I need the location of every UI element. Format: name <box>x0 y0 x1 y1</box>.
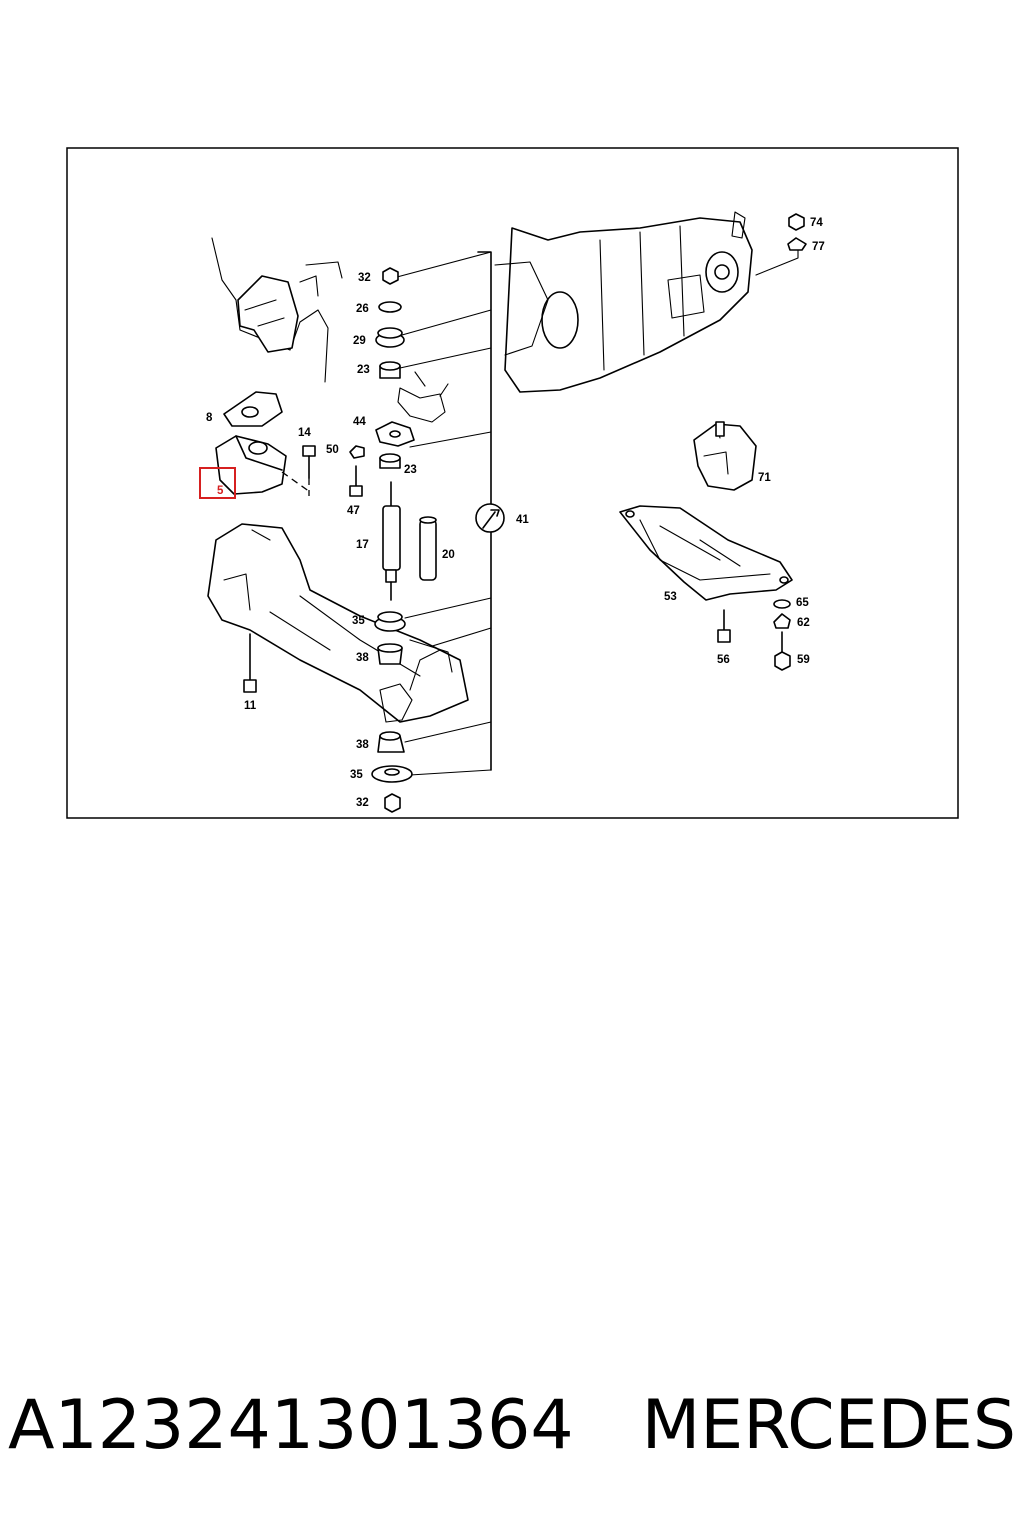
callout-62: 62 <box>797 617 810 629</box>
callout-labels: 74 77 32 26 29 23 8 44 14 50 23 5 71 47 … <box>206 217 825 809</box>
brand-name: MERCEDES <box>641 1385 1017 1465</box>
part-32-nut-top <box>382 267 399 285</box>
callout-47: 47 <box>347 505 360 517</box>
engine-fragment <box>211 237 343 383</box>
part-number: A123241301364 <box>7 1385 574 1465</box>
part-17-shock <box>382 481 401 601</box>
part-26-washer <box>378 301 402 313</box>
part-77-washer <box>787 237 807 251</box>
part-62-clip <box>773 613 791 629</box>
part-35-washer-upper <box>374 611 406 632</box>
highlight-box-part-5 <box>199 467 236 499</box>
callout-23-lower: 23 <box>404 464 417 476</box>
part-65-washer <box>773 599 791 609</box>
part-47-bolt <box>349 465 363 497</box>
part-59-bolt <box>774 631 791 671</box>
part-11-bolt <box>243 633 257 693</box>
part-38-bushing-upper <box>377 643 403 665</box>
callout-35-lower: 35 <box>350 769 363 781</box>
part-8-plate <box>223 391 283 427</box>
callout-74: 74 <box>810 217 823 229</box>
callout-32-bottom: 32 <box>356 797 369 809</box>
callout-65: 65 <box>796 597 809 609</box>
part-29-bushing <box>375 327 405 348</box>
callout-44: 44 <box>353 416 366 428</box>
part-14-bolt <box>302 445 316 496</box>
part-35-washer-lower <box>371 765 413 783</box>
callout-26: 26 <box>356 303 369 315</box>
callout-11: 11 <box>244 700 257 712</box>
part-23-bushing-top <box>379 361 401 379</box>
part-41-wrench-symbol <box>475 503 505 533</box>
transmission <box>494 211 799 393</box>
callout-20: 20 <box>442 549 455 561</box>
callout-14: 14 <box>298 427 311 439</box>
part-50-clip <box>349 445 365 459</box>
part-23-bushing-lower <box>379 453 401 469</box>
callout-35-upper: 35 <box>352 615 365 627</box>
part-5-engine-mount <box>215 435 311 495</box>
callout-38-lower: 38 <box>356 739 369 751</box>
part-74-nut <box>788 213 805 231</box>
callout-8: 8 <box>206 412 213 424</box>
caption: A123241301364 MERCEDES <box>0 1380 1024 1470</box>
callout-50: 50 <box>326 444 339 456</box>
callout-23-top: 23 <box>357 364 370 376</box>
callout-29: 29 <box>353 335 366 347</box>
callout-41: 41 <box>516 514 529 526</box>
callout-56: 56 <box>717 654 730 666</box>
callout-53: 53 <box>664 591 677 603</box>
callout-59: 59 <box>797 654 810 666</box>
callout-38-upper: 38 <box>356 652 369 664</box>
mount-bracket <box>397 371 449 423</box>
part-38-bushing-lower <box>377 731 405 753</box>
assembly-rail <box>396 251 492 776</box>
subframe <box>207 523 469 723</box>
part-53-crossmember <box>619 505 793 601</box>
part-32-nut-bottom <box>384 793 401 813</box>
callout-5: 5 <box>217 485 224 497</box>
callout-71: 71 <box>758 472 771 484</box>
callout-32-top: 32 <box>358 272 371 284</box>
part-71-mount <box>693 421 757 491</box>
callout-77: 77 <box>812 241 825 253</box>
callout-17: 17 <box>356 539 369 551</box>
part-20-pin <box>419 516 437 581</box>
part-44-retainer <box>375 421 415 447</box>
part-56-bolt <box>717 609 731 643</box>
